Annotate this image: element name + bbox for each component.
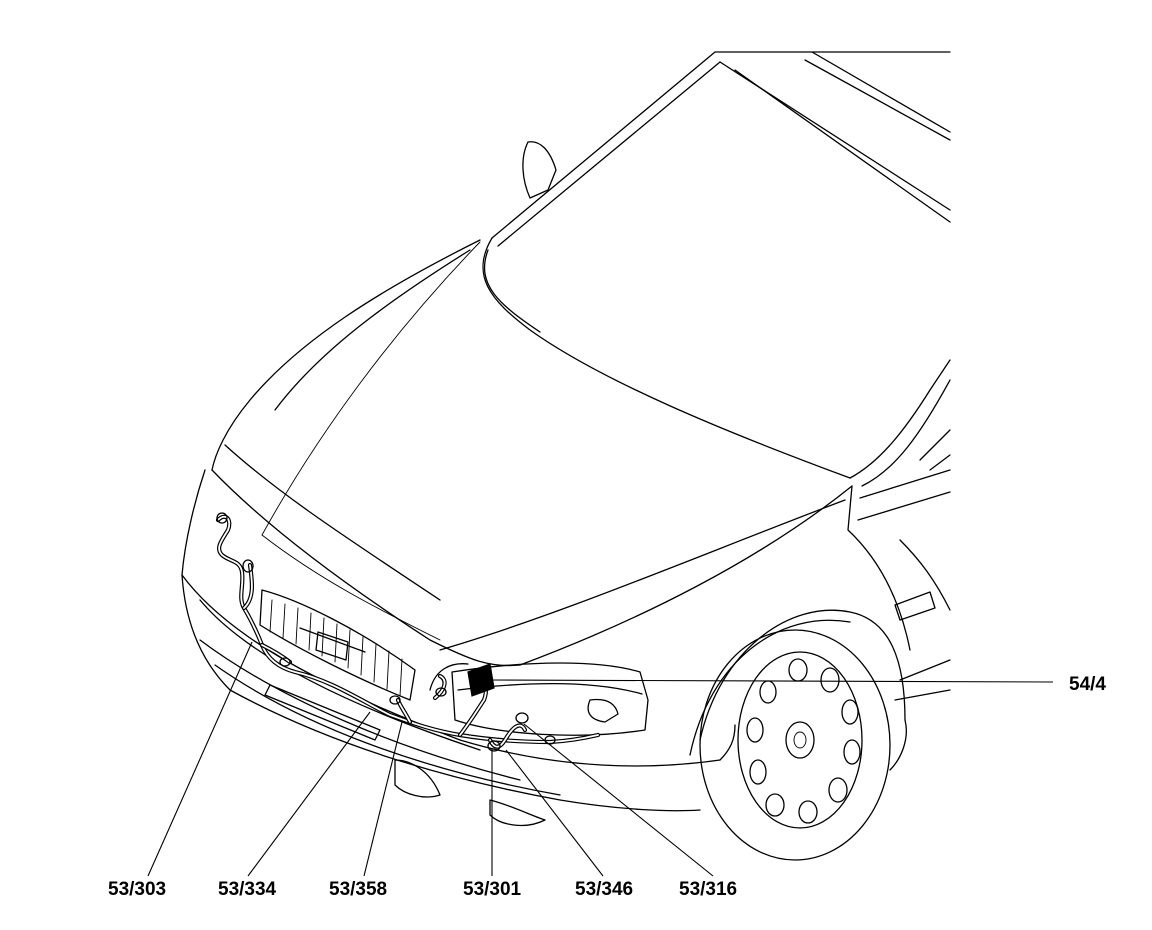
callout-54-4: 54/4 [1069,674,1106,695]
callout-53-303: 53/303 [108,879,166,900]
leader-53-358 [363,721,403,877]
leader-53-346 [505,749,604,877]
car-body-drawing [181,51,951,861]
callout-53-316: 53/316 [679,879,737,900]
callout-53-334: 53/334 [218,879,277,900]
callout-53-301: 53/301 [463,879,522,900]
control-module [467,663,495,697]
callout-53-358: 53/358 [329,879,387,900]
wiring-harness [215,512,601,752]
callout-53-346: 53/346 [575,879,633,900]
leader-lines [147,641,1054,877]
callout-labels: 53/303 53/334 53/358 53/301 53/346 53/31… [108,674,1106,900]
leader-54-4 [491,679,1054,683]
leader-53-316 [523,723,714,877]
leader-53-303 [147,641,253,877]
leader-53-334 [247,711,371,877]
